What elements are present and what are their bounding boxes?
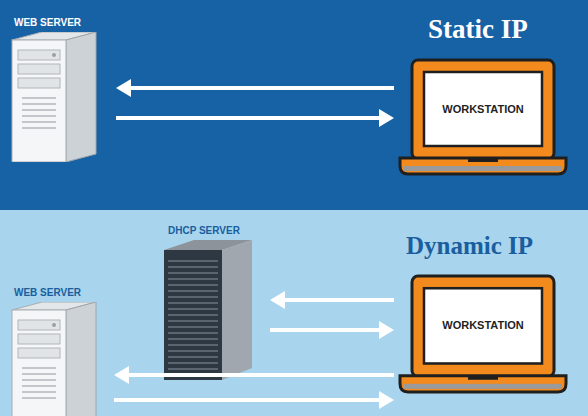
workstation: WORKSTATION	[398, 274, 568, 394]
band-title: Static IP	[428, 14, 528, 45]
laptop-illustration	[398, 58, 568, 176]
arrow-head	[270, 291, 285, 309]
arrow-connector	[116, 109, 394, 127]
web-server-illustration	[8, 302, 100, 416]
arrow-line	[270, 328, 380, 332]
server-label: WEB SERVER	[14, 17, 81, 28]
web-server: WEB SERVER	[8, 32, 100, 162]
server-label: DHCP SERVER	[168, 225, 240, 236]
arrow-line	[114, 398, 380, 402]
arrow-head	[379, 109, 394, 127]
arrow-line	[284, 298, 394, 302]
arrow-connector	[114, 391, 394, 409]
dhcp-server-illustration	[162, 240, 254, 380]
dynamic-ip-band: Dynamic IP DHCP SERVER WEB SERVER	[0, 210, 588, 416]
arrow-connector	[270, 321, 394, 339]
workstation-label: WORKSTATION	[424, 288, 542, 362]
arrow-connector	[116, 79, 394, 97]
arrow-connector	[270, 291, 394, 309]
arrow-line	[128, 373, 394, 377]
band-title: Dynamic IP	[406, 232, 533, 260]
workstation: WORKSTATION	[398, 58, 568, 176]
web-server: WEB SERVER	[8, 302, 100, 416]
dhcp-server: DHCP SERVER	[162, 240, 254, 380]
arrow-head	[116, 79, 131, 97]
arrow-head	[379, 321, 394, 339]
arrow-line	[130, 86, 394, 90]
static-ip-band: Static IP WEB SERVER WORKSTATION	[0, 0, 588, 210]
arrow-head	[114, 366, 129, 384]
web-server-illustration	[8, 32, 100, 162]
workstation-label: WORKSTATION	[424, 72, 542, 146]
server-label: WEB SERVER	[14, 287, 81, 298]
arrow-head	[379, 391, 394, 409]
arrow-line	[116, 116, 380, 120]
arrow-connector	[114, 366, 394, 384]
laptop-illustration	[398, 274, 568, 394]
